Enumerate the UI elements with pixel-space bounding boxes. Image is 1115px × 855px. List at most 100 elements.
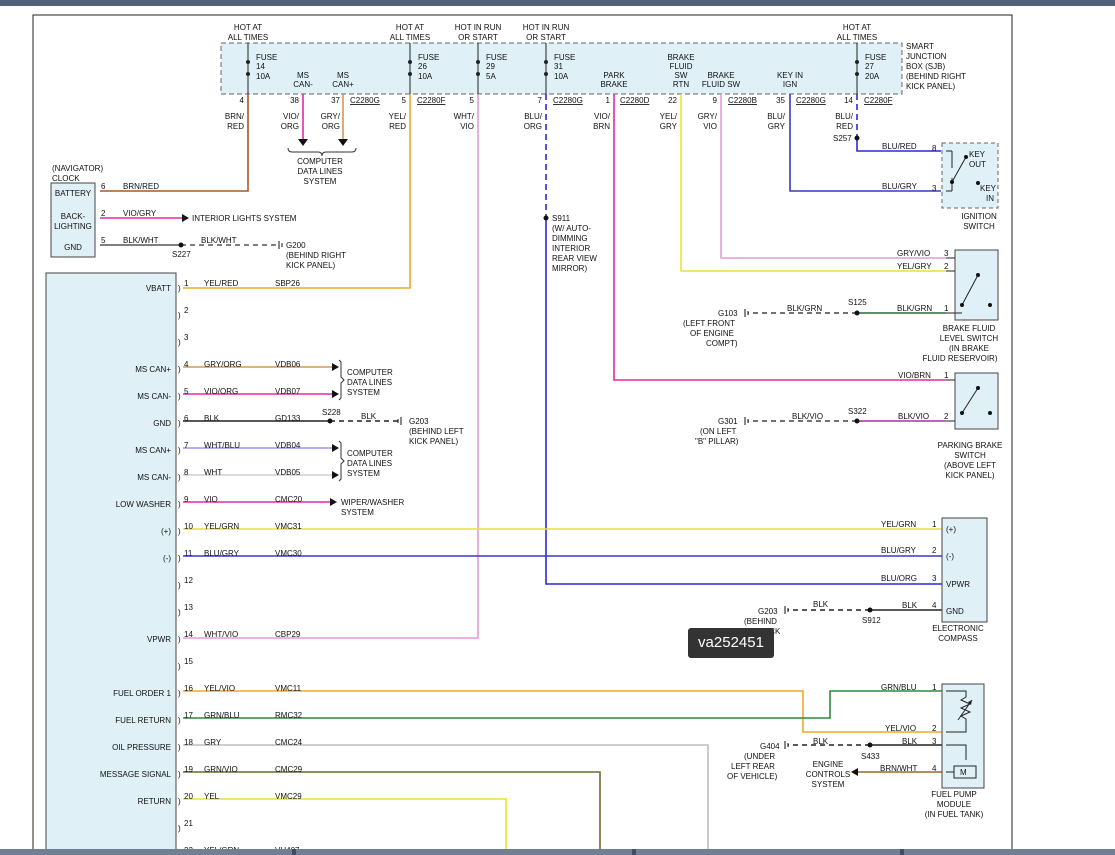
svg-text:3: 3 bbox=[932, 737, 937, 746]
svg-text:8: 8 bbox=[932, 144, 937, 153]
module-pin-number: 13 bbox=[184, 603, 193, 612]
module-pin-connector: ) bbox=[178, 554, 181, 563]
fuse-14-label: FUSE bbox=[256, 53, 277, 62]
sjb-header-5-line-1: HOT AT bbox=[843, 23, 871, 32]
svg-text:COMPUTER: COMPUTER bbox=[347, 449, 393, 458]
svg-text:VIO/: VIO/ bbox=[283, 112, 300, 121]
sjb-header-4-line-2: OR START bbox=[526, 33, 566, 42]
svg-text:VIO/GRY: VIO/GRY bbox=[123, 209, 157, 218]
module-pin-number: 6 bbox=[184, 414, 189, 423]
module-circuit-id: VDB06 bbox=[275, 360, 301, 369]
svg-text:(BEHIND RIGHT: (BEHIND RIGHT bbox=[286, 251, 346, 260]
svg-text:C2280G: C2280G bbox=[796, 96, 826, 105]
svg-text:G200: G200 bbox=[286, 241, 306, 250]
svg-text:WHT/: WHT/ bbox=[454, 112, 475, 121]
module-wire-color: YEL/RED bbox=[204, 279, 238, 288]
svg-text:SYSTEM: SYSTEM bbox=[347, 388, 380, 397]
module-wire-color: YEL/VIO bbox=[204, 684, 235, 693]
module-pin-connector: ) bbox=[178, 770, 181, 779]
svg-text:S125: S125 bbox=[848, 298, 867, 307]
module-pin-number: 3 bbox=[184, 333, 189, 342]
svg-text:FLUID RESERVOIR): FLUID RESERVOIR) bbox=[923, 354, 998, 363]
svg-text:BACK-: BACK- bbox=[61, 212, 86, 221]
svg-text:BLK/VIO: BLK/VIO bbox=[792, 412, 823, 421]
fuse-29-amp: 5A bbox=[486, 72, 496, 81]
module-wire-color: VIO/ORG bbox=[204, 387, 238, 396]
svg-text:7: 7 bbox=[538, 96, 543, 105]
svg-text:SYSTEM: SYSTEM bbox=[304, 177, 337, 186]
svg-text:SYSTEM: SYSTEM bbox=[341, 508, 374, 517]
svg-text:ENGINE: ENGINE bbox=[813, 760, 844, 769]
module-pin-connector: ) bbox=[178, 500, 181, 509]
svg-text:BRN: BRN bbox=[593, 122, 610, 131]
svg-text:VIO: VIO bbox=[703, 122, 717, 131]
svg-text:KICK PANEL): KICK PANEL) bbox=[906, 82, 956, 91]
svg-text:SYSTEM: SYSTEM bbox=[347, 469, 380, 478]
svg-text:BRN/RED: BRN/RED bbox=[123, 182, 159, 191]
svg-text:LIGHTING: LIGHTING bbox=[54, 222, 92, 231]
module-pin-number: 18 bbox=[184, 738, 193, 747]
svg-text:BRN/WHT: BRN/WHT bbox=[880, 764, 917, 773]
svg-text:COMPT): COMPT) bbox=[706, 339, 738, 348]
svg-text:3: 3 bbox=[944, 249, 949, 258]
svg-text:BLK: BLK bbox=[361, 412, 377, 421]
svg-text:4: 4 bbox=[932, 601, 937, 610]
svg-text:SWITCH: SWITCH bbox=[954, 451, 986, 460]
svg-text:(W/ AUTO-: (W/ AUTO- bbox=[552, 224, 591, 233]
svg-text:MS: MS bbox=[337, 71, 349, 80]
svg-text:WIPER/WASHER: WIPER/WASHER bbox=[341, 498, 404, 507]
module-pin-label: (-) bbox=[163, 554, 171, 563]
module-pin-label: FUEL ORDER 1 bbox=[113, 689, 171, 698]
svg-text:DATA LINES: DATA LINES bbox=[347, 378, 392, 387]
svg-text:INTERIOR: INTERIOR bbox=[552, 244, 590, 253]
svg-text:OF VEHICLE): OF VEHICLE) bbox=[727, 772, 778, 781]
module-pin-connector: ) bbox=[178, 743, 181, 752]
module-pin-connector: ) bbox=[178, 635, 181, 644]
svg-text:"B" PILLAR): "B" PILLAR) bbox=[695, 437, 739, 446]
module-pin-number: 15 bbox=[184, 657, 193, 666]
module-pin-label: GND bbox=[153, 419, 171, 428]
svg-text:38: 38 bbox=[290, 96, 299, 105]
module-pin-connector: ) bbox=[178, 608, 181, 617]
module-pin-number: 4 bbox=[184, 360, 189, 369]
svg-text:COMPUTER: COMPUTER bbox=[297, 157, 343, 166]
svg-text:BLU/GRY: BLU/GRY bbox=[882, 182, 918, 191]
svg-text:PARKING BRAKE: PARKING BRAKE bbox=[938, 441, 1003, 450]
svg-text:(UNDER: (UNDER bbox=[744, 752, 775, 761]
svg-text:JUNCTION: JUNCTION bbox=[906, 52, 947, 61]
svg-text:(+): (+) bbox=[946, 525, 956, 534]
svg-text:ORG: ORG bbox=[524, 122, 542, 131]
svg-text:GND: GND bbox=[64, 243, 82, 252]
navigator-clock: (NAVIGATOR) CLOCK BATTERY BACK- LIGHTING… bbox=[50, 164, 346, 270]
svg-text:2: 2 bbox=[101, 209, 106, 218]
fuse-26-label: FUSE bbox=[418, 53, 439, 62]
svg-text:C2280G: C2280G bbox=[350, 96, 380, 105]
module-pin-label: MS CAN+ bbox=[135, 365, 171, 374]
module-wire-color: WHT/VIO bbox=[204, 630, 238, 639]
svg-text:GRY: GRY bbox=[768, 122, 786, 131]
svg-text:2: 2 bbox=[932, 546, 937, 555]
svg-text:GND: GND bbox=[946, 607, 964, 616]
module-wire-color: GRN/BLU bbox=[204, 711, 240, 720]
svg-text:GRY/: GRY/ bbox=[698, 112, 718, 121]
module-pin-number: 5 bbox=[184, 387, 189, 396]
module-wire-color: WHT/BLU bbox=[204, 441, 240, 450]
svg-text:(ON LEFT: (ON LEFT bbox=[700, 427, 737, 436]
svg-text:(-): (-) bbox=[946, 552, 954, 561]
svg-text:1: 1 bbox=[944, 371, 949, 380]
sjb-header-5-line-2: ALL TIMES bbox=[837, 33, 877, 42]
svg-text:INTERIOR LIGHTS SYSTEM: INTERIOR LIGHTS SYSTEM bbox=[192, 214, 297, 223]
module-circuit-id: CMC20 bbox=[275, 495, 303, 504]
svg-text:REAR VIEW: REAR VIEW bbox=[552, 254, 597, 263]
svg-text:CAN-: CAN- bbox=[293, 80, 313, 89]
module-circuit-id: CMC24 bbox=[275, 738, 303, 747]
svg-text:KICK PANEL): KICK PANEL) bbox=[409, 437, 459, 446]
module-pin-number: 10 bbox=[184, 522, 193, 531]
module-pin-label: LOW WASHER bbox=[116, 500, 171, 509]
module-pin-label: MS CAN- bbox=[137, 473, 171, 482]
svg-text:BLU/: BLU/ bbox=[524, 112, 543, 121]
svg-text:YEL/GRY: YEL/GRY bbox=[897, 262, 932, 271]
module-pin-label: VBATT bbox=[146, 284, 171, 293]
module-circuit-id: GD133 bbox=[275, 414, 301, 423]
